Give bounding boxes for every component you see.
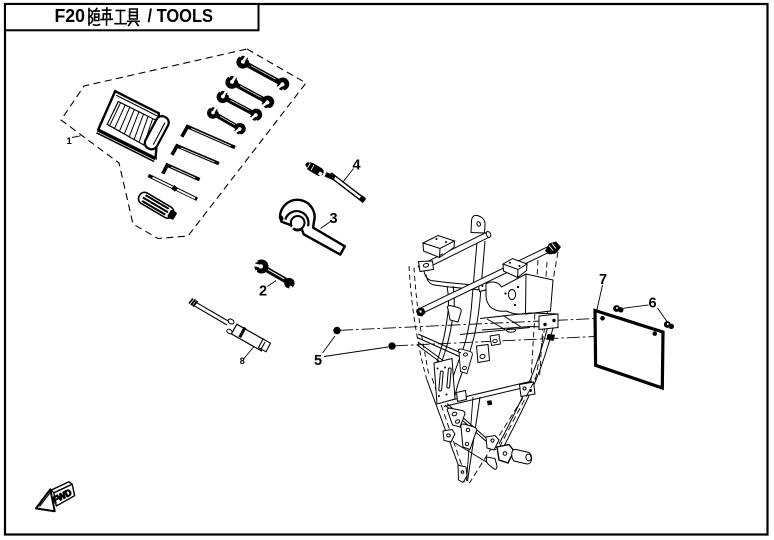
svg-text:/ TOOLS: / TOOLS xyxy=(148,5,214,26)
svg-text:7: 7 xyxy=(599,272,607,288)
svg-text:3: 3 xyxy=(330,211,338,227)
svg-text:8: 8 xyxy=(240,356,245,366)
svg-text:5: 5 xyxy=(314,353,322,369)
svg-text:4: 4 xyxy=(353,158,361,174)
svg-text:6: 6 xyxy=(649,296,657,312)
svg-text:2: 2 xyxy=(259,284,267,300)
svg-text:F20: F20 xyxy=(55,5,86,26)
svg-text:1: 1 xyxy=(67,136,73,147)
